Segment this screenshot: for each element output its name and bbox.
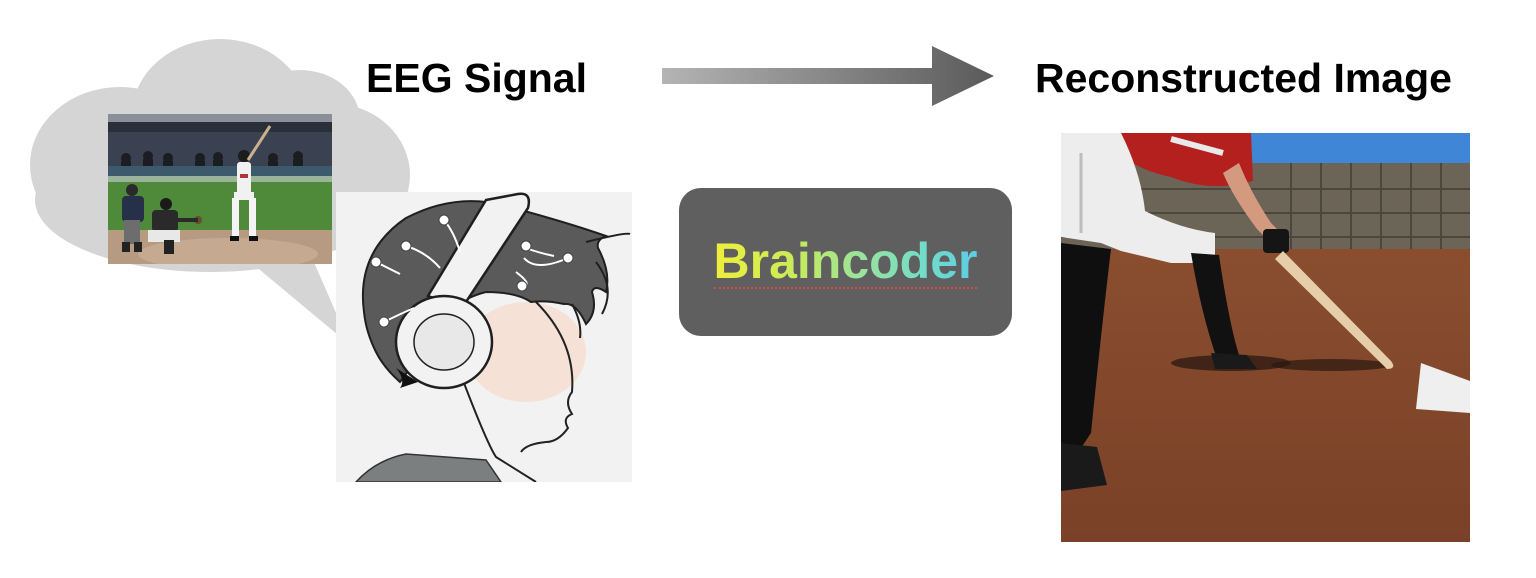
stimulus-baseball-image — [108, 114, 332, 264]
eeg-signal-heading: EEG Signal — [366, 55, 587, 101]
reconstructed-baseball-image — [1061, 133, 1470, 542]
eeg-headset-person-illustration — [336, 192, 632, 482]
braincoder-model-box: Braincoder — [679, 188, 1012, 336]
braincoder-label: Braincoder — [713, 232, 978, 289]
reconstructed-image-heading: Reconstructed Image — [1035, 55, 1452, 101]
right-arrow-icon — [662, 46, 994, 106]
